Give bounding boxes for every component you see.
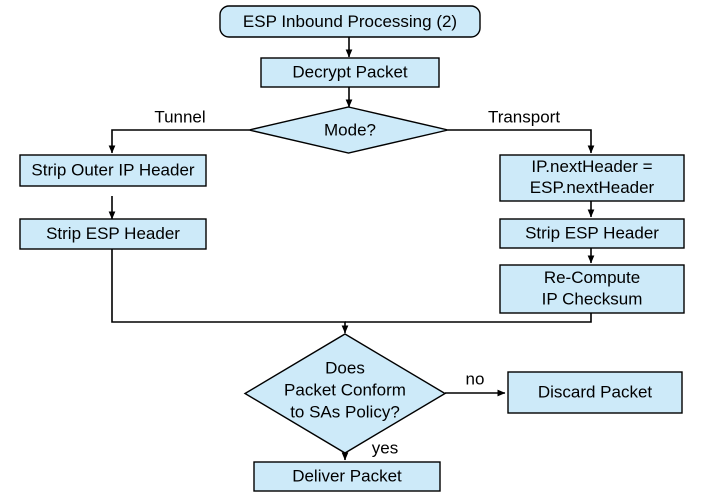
node-strip-esp-header-right[interactable]: Strip ESP Header (499, 218, 685, 249)
conform-decision-label-line2: Packet Conform (284, 380, 406, 399)
strip-esp-header-right-label: Strip ESP Header (525, 223, 659, 242)
mode-decision-label: Mode? (324, 120, 376, 139)
node-strip-outer-ip-header[interactable]: Strip Outer IP Header (19, 154, 207, 187)
edge-label-yes: yes (372, 438, 398, 457)
edge-label-no: no (466, 369, 485, 388)
strip-esp-header-right-shape (499, 218, 685, 249)
deliver-packet-label: Deliver Packet (292, 466, 402, 485)
discard-packet-label: Discard Packet (538, 382, 653, 401)
strip-outer-ip-header-shape (19, 154, 207, 187)
edge-label-transport: Transport (488, 107, 560, 126)
deliver-packet-shape (253, 461, 441, 492)
decrypt-packet-shape (260, 57, 440, 88)
ip-next-header-shape (499, 154, 685, 202)
recompute-ip-checksum-label-line1: Re-Compute (544, 268, 640, 287)
conform-decision-label-line1: Does (325, 358, 365, 377)
start-shape (219, 5, 481, 38)
conform-decision-shape (243, 333, 447, 454)
start-label: ESP Inbound Processing (2) (243, 12, 457, 31)
node-conform-decision[interactable]: Does Packet Conform to SAs Policy? (243, 333, 447, 454)
decrypt-packet-label: Decrypt Packet (292, 62, 408, 81)
node-discard-packet[interactable]: Discard Packet (507, 371, 683, 414)
conform-decision-label-line3: to SAs Policy? (290, 402, 400, 421)
mode-decision-shape (248, 106, 449, 154)
edge-mode-to-strip-outer-ip (108, 129, 249, 154)
node-ip-next-header[interactable]: IP.nextHeader = ESP.nextHeader (499, 154, 685, 202)
node-mode-decision[interactable]: Mode? (248, 106, 449, 154)
edges-layer (108, 37, 595, 461)
node-deliver-packet[interactable]: Deliver Packet (253, 461, 441, 492)
node-decrypt-packet[interactable]: Decrypt Packet (260, 57, 440, 88)
recompute-ip-checksum-label-line2: IP Checksum (542, 289, 643, 308)
strip-esp-header-left-shape (19, 218, 207, 250)
ip-next-header-label-line1: IP.nextHeader = (531, 157, 652, 176)
strip-esp-header-left-label: Strip ESP Header (46, 224, 180, 243)
node-recompute-ip-checksum[interactable]: Re-Compute IP Checksum (499, 264, 685, 314)
edge-strip-esp-left-to-conform (111, 249, 349, 334)
recompute-ip-checksum-shape (499, 264, 685, 314)
edge-mode-to-next-header (448, 129, 595, 154)
strip-outer-ip-header-label: Strip Outer IP Header (31, 160, 194, 179)
edge-recompute-to-conform (345, 313, 592, 323)
node-start[interactable]: ESP Inbound Processing (2) (219, 5, 481, 38)
node-strip-esp-header-left[interactable]: Strip ESP Header (19, 218, 207, 250)
ip-next-header-label-line2: ESP.nextHeader (530, 178, 655, 197)
discard-packet-shape (507, 371, 683, 414)
edge-label-tunnel: Tunnel (154, 107, 205, 126)
